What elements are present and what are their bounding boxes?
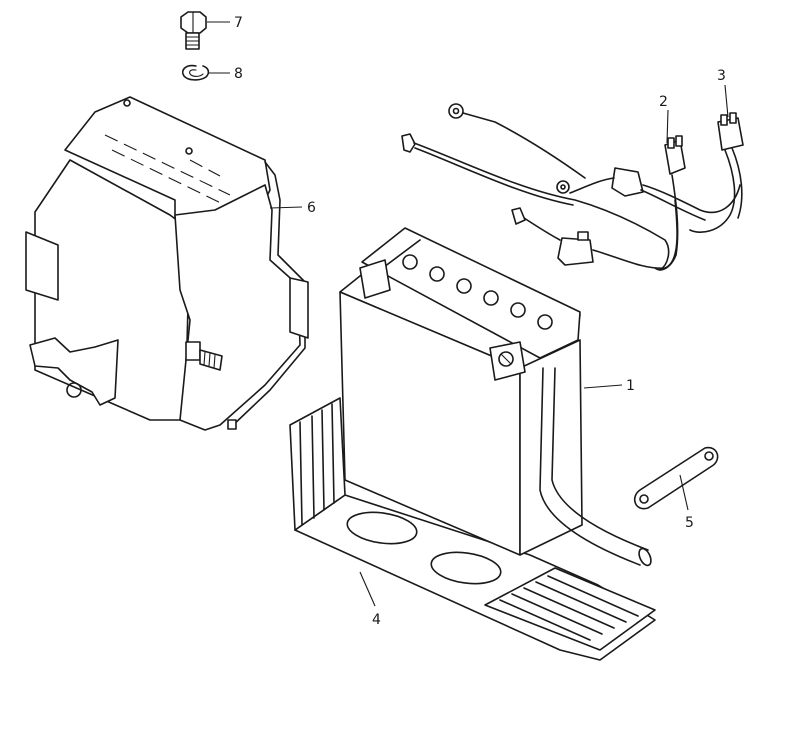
bolt-part — [180, 11, 207, 50]
callout-bolt: 7 — [234, 15, 243, 31]
callout-wire-right: 3 — [717, 68, 726, 84]
leader-line-wire-right — [724, 84, 729, 118]
callout-washer: 8 — [234, 66, 243, 82]
battery-cover-part — [25, 96, 309, 431]
leader-line-battery — [583, 384, 623, 389]
callout-battery: 1 — [626, 378, 635, 394]
callout-cover: 6 — [307, 200, 316, 216]
leader-line-strap — [679, 474, 689, 511]
leader-line-tray — [359, 571, 376, 607]
leader-line-wire-left — [666, 109, 669, 144]
callout-wire-left: 2 — [659, 94, 668, 110]
callout-strap: 5 — [685, 515, 694, 531]
wiring-harness-part — [401, 103, 744, 271]
strap-part — [633, 446, 719, 510]
battery-part — [339, 227, 652, 567]
washer-part — [181, 64, 210, 81]
battery-tray-part — [289, 397, 656, 661]
callout-tray: 4 — [372, 612, 381, 628]
leader-line-cover — [269, 206, 303, 209]
